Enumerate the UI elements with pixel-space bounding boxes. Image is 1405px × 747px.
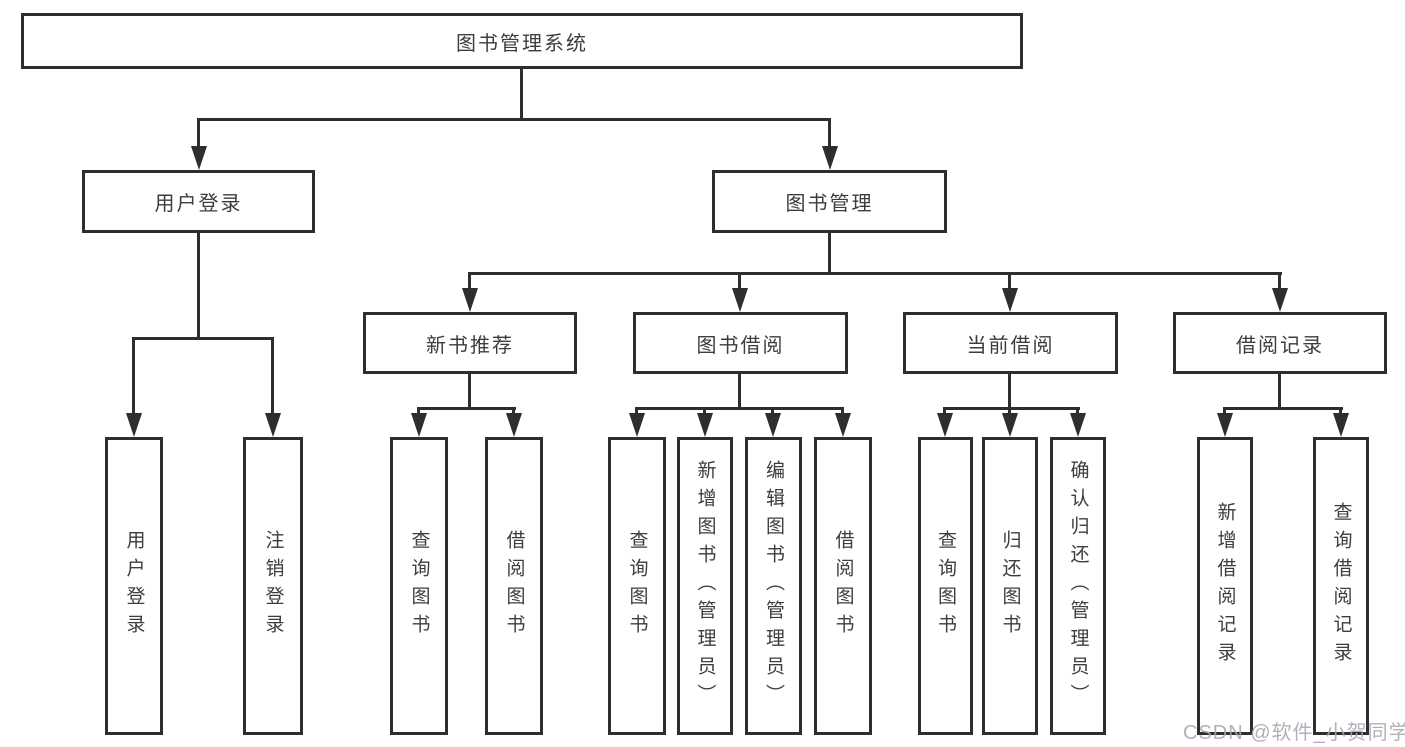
edge-arrowhead [732,288,748,312]
leaf-bb-edit-book-admin: 编辑图书（管理员） [745,437,802,735]
edge-line [271,337,274,417]
leaf-bb-add-book-admin: 新增图书（管理员） [677,437,733,735]
edge-arrowhead [629,413,645,437]
leaf-bb-add-book-admin-label: 新增图书（管理员） [694,460,716,712]
leaf-nbr-query-books-label: 查询图书 [408,530,430,642]
edge-line [1076,407,1079,417]
edge-line [1008,407,1011,417]
leaf-bb-edit-book-admin-label: 编辑图书（管理员） [763,460,784,712]
leaf-logout: 注销登录 [243,437,303,735]
edge-arrowhead [697,413,713,437]
leaf-bb-query-books-label: 查询图书 [626,530,648,642]
node-book-management-label: 图书管理 [785,193,874,215]
node-new-book-recommend: 新书推荐 [363,312,577,374]
edge-line [197,233,200,337]
node-root: 图书管理系统 [21,13,1023,69]
edge-arrowhead [765,413,781,437]
edge-line [771,407,774,417]
edge-arrowhead [126,413,142,437]
leaf-nbr-borrow-books: 借阅图书 [485,437,543,735]
edge-line [1223,407,1343,410]
edge-arrowhead [1217,413,1233,437]
edge-arrowhead [1070,413,1086,437]
edge-line [943,407,946,417]
leaf-user-login: 用户登录 [105,437,163,735]
leaf-bb-query-books: 查询图书 [608,437,666,735]
leaf-br-add-record: 新增借阅记录 [1197,437,1253,735]
leaf-br-add-record-label: 新增借阅记录 [1214,502,1236,670]
edge-arrowhead [411,413,427,437]
edge-line [635,407,638,417]
edge-line [841,407,844,417]
edge-line [828,233,831,272]
edge-arrowhead [462,288,478,312]
edge-line [417,407,420,417]
leaf-br-query-record: 查询借阅记录 [1313,437,1369,735]
edge-line [738,272,741,292]
node-new-book-recommend-label: 新书推荐 [426,334,514,357]
edge-line [468,374,471,407]
edge-arrowhead [822,146,838,170]
leaf-cb-query-books-label: 查询图书 [935,530,956,642]
edge-line [1278,374,1281,407]
edge-arrowhead [265,413,281,437]
node-user-login: 用户登录 [82,170,315,233]
edge-line [635,407,843,410]
leaf-logout-label: 注销登录 [262,530,284,642]
edge-line [738,374,741,407]
edge-line [1278,272,1281,292]
node-user-login-label: 用户登录 [154,193,243,215]
edge-line [468,272,471,292]
watermark: CSDN @软件_小贺同学 [1183,722,1405,744]
edge-arrowhead [1333,413,1349,437]
leaf-br-query-record-label: 查询借阅记录 [1330,502,1352,670]
leaf-cb-return-books-label: 归还图书 [999,530,1021,642]
edge-line [1008,272,1011,292]
edge-arrowhead [191,146,207,170]
node-book-borrowing-label: 图书借阅 [696,334,785,357]
node-borrowing-records: 借阅记录 [1173,312,1387,374]
edge-arrowhead [835,413,851,437]
leaf-bb-borrow-books: 借阅图书 [814,437,872,735]
node-borrowing-records-label: 借阅记录 [1236,334,1324,357]
leaf-nbr-borrow-books-label: 借阅图书 [503,530,525,642]
edge-line [828,118,831,150]
edge-line [1008,374,1011,407]
leaf-nbr-query-books: 查询图书 [390,437,448,735]
leaf-cb-confirm-return-admin-label: 确认归还（管理员） [1067,460,1089,712]
leaf-cb-return-books: 归还图书 [982,437,1038,735]
edge-line [703,407,706,417]
edge-line [133,337,274,340]
edge-line [512,407,515,417]
edge-line [468,272,1282,275]
edge-arrowhead [937,413,953,437]
leaf-user-login-label: 用户登录 [123,530,145,642]
edge-line [417,407,516,410]
edge-line [1223,407,1226,417]
edge-line [943,407,1080,410]
edge-line [197,118,200,150]
node-current-borrowing-label: 当前借阅 [966,334,1055,357]
edge-arrowhead [1002,413,1018,437]
leaf-cb-query-books: 查询图书 [918,437,973,735]
edge-line [198,118,831,121]
edge-line [132,337,135,417]
edge-line [520,69,523,118]
edge-arrowhead [506,413,522,437]
edge-arrowhead [1002,288,1018,312]
edge-arrowhead [1272,288,1288,312]
edge-line [1339,407,1342,417]
leaf-cb-confirm-return-admin: 确认归还（管理员） [1050,437,1106,735]
node-book-management: 图书管理 [712,170,947,233]
leaf-bb-borrow-books-label: 借阅图书 [832,530,854,642]
node-root-label: 图书管理系统 [456,32,588,55]
node-current-borrowing: 当前借阅 [903,312,1118,374]
node-book-borrowing: 图书借阅 [633,312,848,374]
